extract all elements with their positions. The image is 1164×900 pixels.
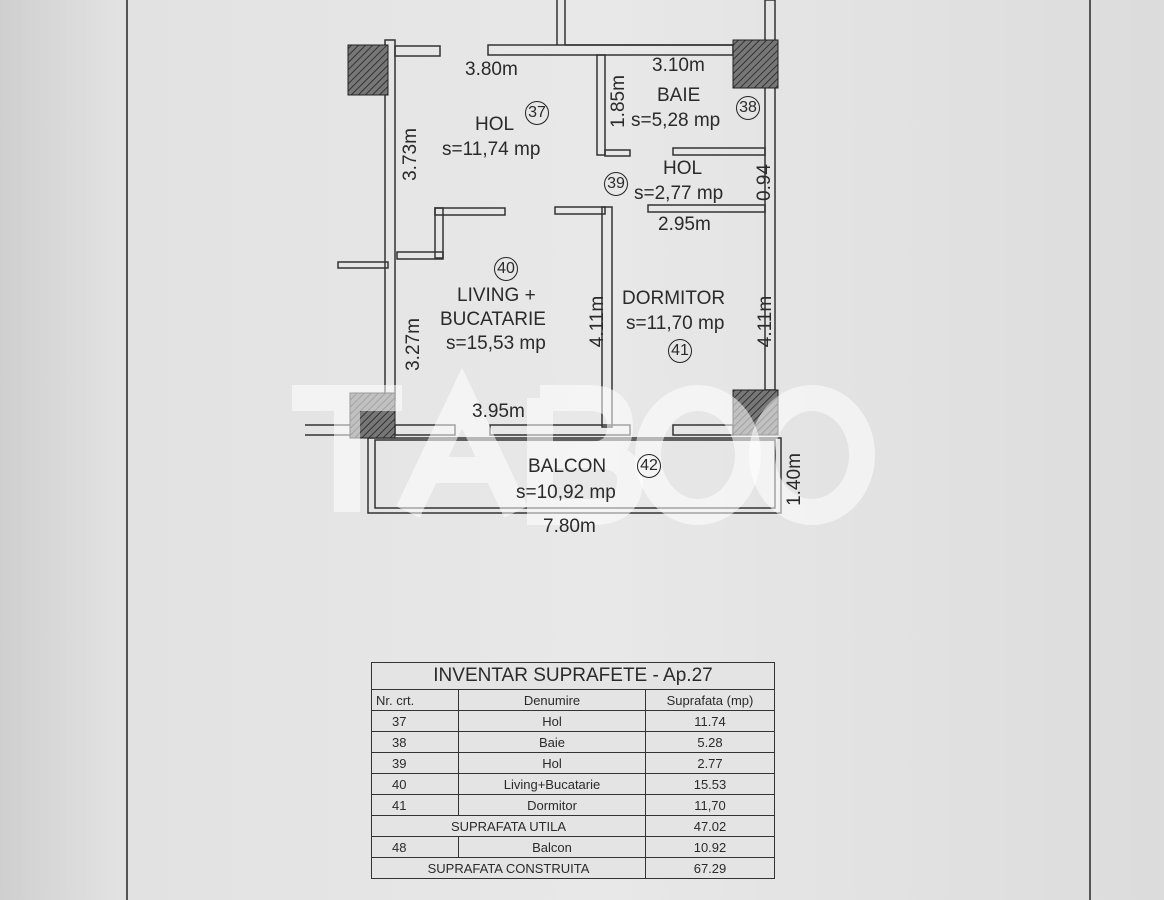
cell: Hol — [458, 710, 646, 732]
cell: 67.29 — [645, 857, 775, 879]
room-name: BALCON — [528, 456, 607, 477]
room-area: s=11,74 mp — [442, 139, 541, 160]
dimension-label: 3.10m — [652, 55, 705, 76]
cell: Living+Bucatarie — [458, 773, 646, 795]
cell: 41 — [371, 794, 459, 816]
room-number: 42 — [637, 454, 661, 478]
room-number: 41 — [668, 339, 692, 363]
dimension-label: 7.80m — [543, 516, 596, 537]
room-area: s=11,70 mp — [626, 313, 725, 334]
room-area: s=15,53 mp — [446, 333, 546, 354]
header-nr: Nr. crt. — [371, 689, 459, 711]
room-area: s=2,77 mp — [634, 183, 724, 204]
cell: 47.02 — [645, 815, 775, 837]
room-number: 40 — [494, 257, 518, 281]
dimension-label: 3.95m — [472, 401, 525, 422]
cell: 39 — [371, 752, 459, 774]
room-number: 39 — [604, 172, 628, 196]
header-denumire: Denumire — [458, 689, 646, 711]
table-title: INVENTAR SUPRAFETE - Ap.27 — [371, 662, 775, 690]
dimension-label: 2.95m — [658, 214, 711, 235]
dimension-label: 3.73m — [399, 128, 421, 181]
cell: 5.28 — [645, 731, 775, 753]
cell: SUPRAFATA UTILA — [371, 815, 646, 837]
dimension-label: 4.11m — [755, 295, 777, 348]
dimension-label: 0.94 — [753, 164, 775, 201]
cell: 15.53 — [645, 773, 775, 795]
room-name: BAIE — [657, 85, 701, 106]
dimension-label: 4.11m — [587, 295, 609, 348]
room-area: s=5,28 mp — [631, 110, 721, 131]
room-name-2: BUCATARIE — [440, 309, 546, 330]
header-suprafata: Suprafata (mp) — [645, 689, 775, 711]
dimension-label: 1.85m — [607, 75, 629, 128]
cell: 10.92 — [645, 836, 775, 858]
dimension-label: 3.80m — [465, 59, 518, 80]
cell: Hol — [458, 752, 646, 774]
cell: 40 — [371, 773, 459, 795]
cell: 11,70 — [645, 794, 775, 816]
room-name: LIVING + — [457, 285, 536, 306]
room-area: s=10,92 mp — [516, 482, 616, 503]
cell: 48 — [371, 836, 459, 858]
cell: 2.77 — [645, 752, 775, 774]
dimension-label: 1.40m — [783, 453, 805, 506]
room-name: HOL — [475, 114, 515, 135]
surface-inventory-table: INVENTAR SUPRAFETE - Ap.27 Nr. crt. Denu… — [371, 662, 775, 879]
frame-line-right — [1089, 0, 1091, 900]
frame-line-left — [126, 0, 128, 900]
cell: Balcon — [458, 836, 646, 858]
cell: 38 — [371, 731, 459, 753]
table-header-row: Nr. crt. Denumire Suprafata (mp) — [371, 689, 775, 711]
cell: 11.74 — [645, 710, 775, 732]
cell: Baie — [458, 731, 646, 753]
room-name: DORMITOR — [622, 288, 726, 309]
cell: 37 — [371, 710, 459, 732]
room-name: HOL — [663, 158, 703, 179]
cell: Dormitor — [458, 794, 646, 816]
dimension-label: 3.27m — [402, 318, 424, 371]
cell: SUPRAFATA CONSTRUITA — [371, 857, 646, 879]
room-number: 37 — [525, 101, 549, 125]
room-number: 38 — [736, 96, 760, 120]
